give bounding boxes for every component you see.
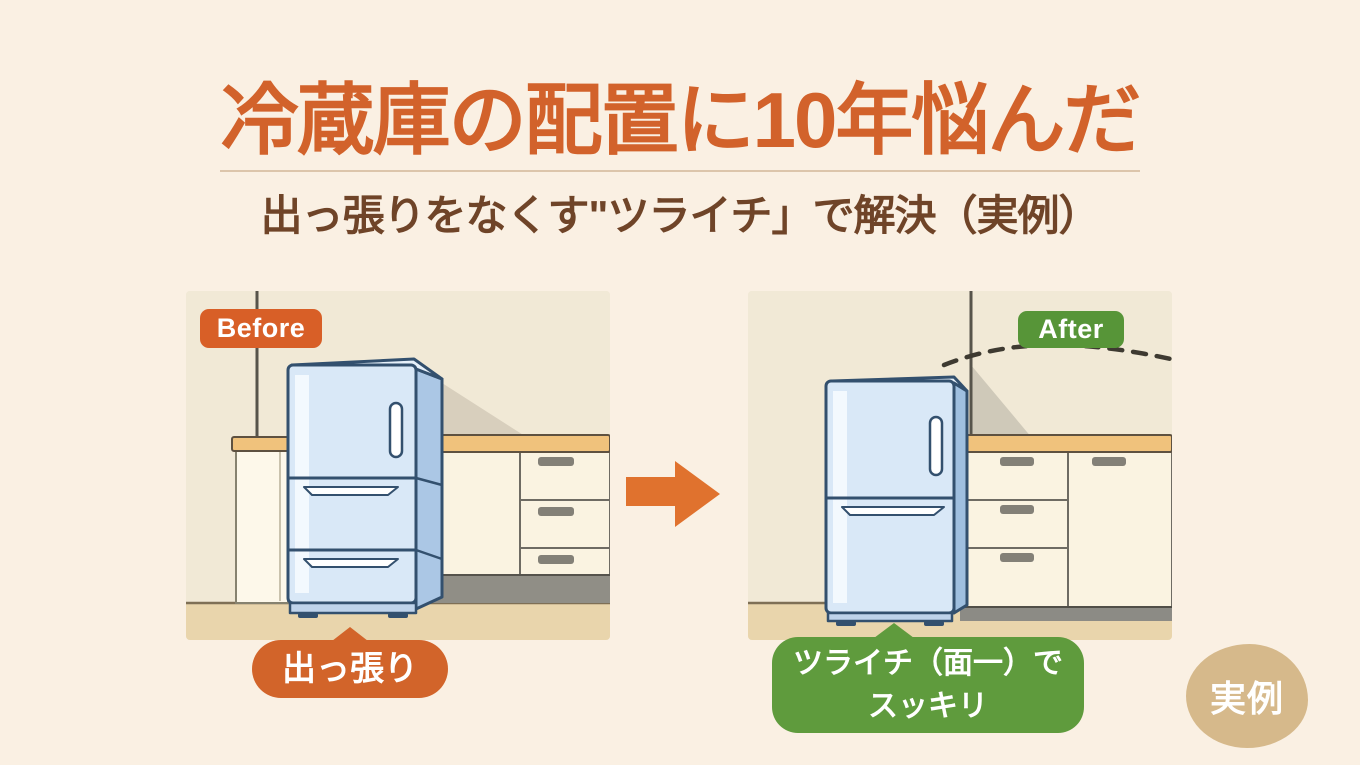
before-badge: Before: [200, 309, 322, 348]
page-title: 冷蔵庫の配置に10年悩んだ: [220, 76, 1142, 164]
fridge-before: [286, 357, 444, 618]
drawer-handle-slot: [303, 486, 399, 496]
stamp-label: 実例: [1209, 678, 1284, 719]
before-caption-bubble: 出っ張り: [252, 627, 448, 698]
drawer-handle-slot: [841, 506, 945, 516]
before-caption-label: 出っ張り: [282, 650, 418, 688]
door-handle: [928, 415, 944, 477]
fridge-shadow: [442, 383, 528, 438]
after-caption-line1: ツライチ（面一）で: [793, 646, 1063, 680]
after-caption-line2: スッキリ: [868, 690, 988, 723]
corner-shadow: [971, 365, 1032, 438]
page-subtitle: 出っ張りをなくす"ツライチ」で解決（実例）: [260, 192, 1101, 239]
after-caption-bubble: ツライチ（面一）で スッキリ: [772, 623, 1084, 733]
stamp-badge: 実例: [1186, 644, 1308, 748]
kitchen-counter-right: [427, 434, 610, 603]
after-panel: [748, 291, 1172, 640]
title-divider: [220, 170, 1140, 172]
door-handle: [388, 401, 404, 459]
before-illustration: [186, 291, 610, 640]
after-badge: After: [1018, 311, 1124, 348]
arrow-right-icon: [626, 461, 720, 527]
kitchen-pillar-left: [231, 436, 293, 604]
drawer-handle-slot: [303, 558, 399, 568]
after-illustration: [748, 291, 1172, 640]
before-panel: [186, 291, 610, 640]
kitchen-counter: [957, 434, 1172, 621]
fridge-after: [824, 375, 969, 626]
